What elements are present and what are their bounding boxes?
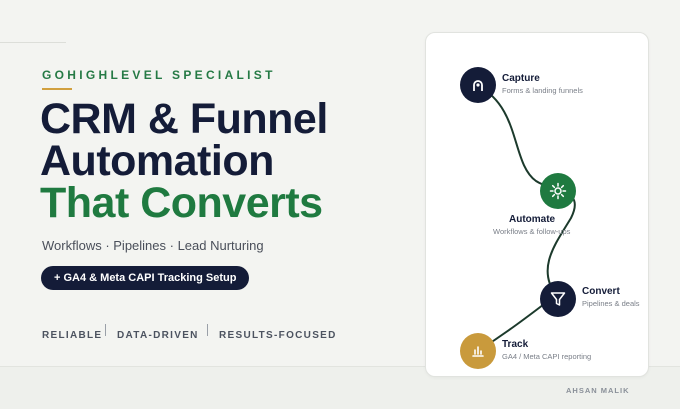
step-automate-title: Automate <box>509 214 556 225</box>
step-capture-title: Capture <box>502 73 540 84</box>
lock-icon <box>460 67 496 103</box>
value-results-focused: RESULTS-FOCUSED <box>219 330 337 341</box>
headline-line-2: Automation <box>40 137 274 185</box>
value-separator <box>207 324 208 336</box>
bar-chart-icon <box>460 333 496 369</box>
step-capture-desc: Forms & landing funnels <box>502 86 583 95</box>
value-data-driven: DATA-DRIVEN <box>117 330 199 341</box>
gear-icon <box>540 173 576 209</box>
services-subline: Workflows · Pipelines · Lead Nurturing <box>42 238 264 253</box>
value-separator <box>105 324 106 336</box>
funnel-flow-card: Capture Forms & landing funnels Automate… <box>425 32 649 377</box>
tracking-setup-badge: + GA4 & Meta CAPI Tracking Setup <box>41 266 250 290</box>
top-divider <box>0 42 66 43</box>
step-convert-desc: Pipelines & deals <box>582 299 640 308</box>
accent-bar <box>42 88 72 90</box>
funnel-icon <box>540 281 576 317</box>
author-name: AHSAN MALIK <box>566 386 630 395</box>
eyebrow-text: GOHIGHLEVEL SPECIALIST <box>42 68 276 82</box>
headline: CRM & Funnel Automation That Converts <box>40 95 328 227</box>
flow-connector-line <box>477 85 576 352</box>
step-automate-desc: Workflows & follow-ups <box>493 227 571 236</box>
value-reliable: RELIABLE <box>42 330 103 341</box>
step-track-desc: GA4 / Meta CAPI reporting <box>502 352 592 361</box>
headline-line-1: CRM & Funnel <box>40 95 328 143</box>
step-convert-title: Convert <box>582 286 620 297</box>
headline-line-3: That Converts <box>40 179 323 227</box>
step-track-title: Track <box>502 339 529 350</box>
